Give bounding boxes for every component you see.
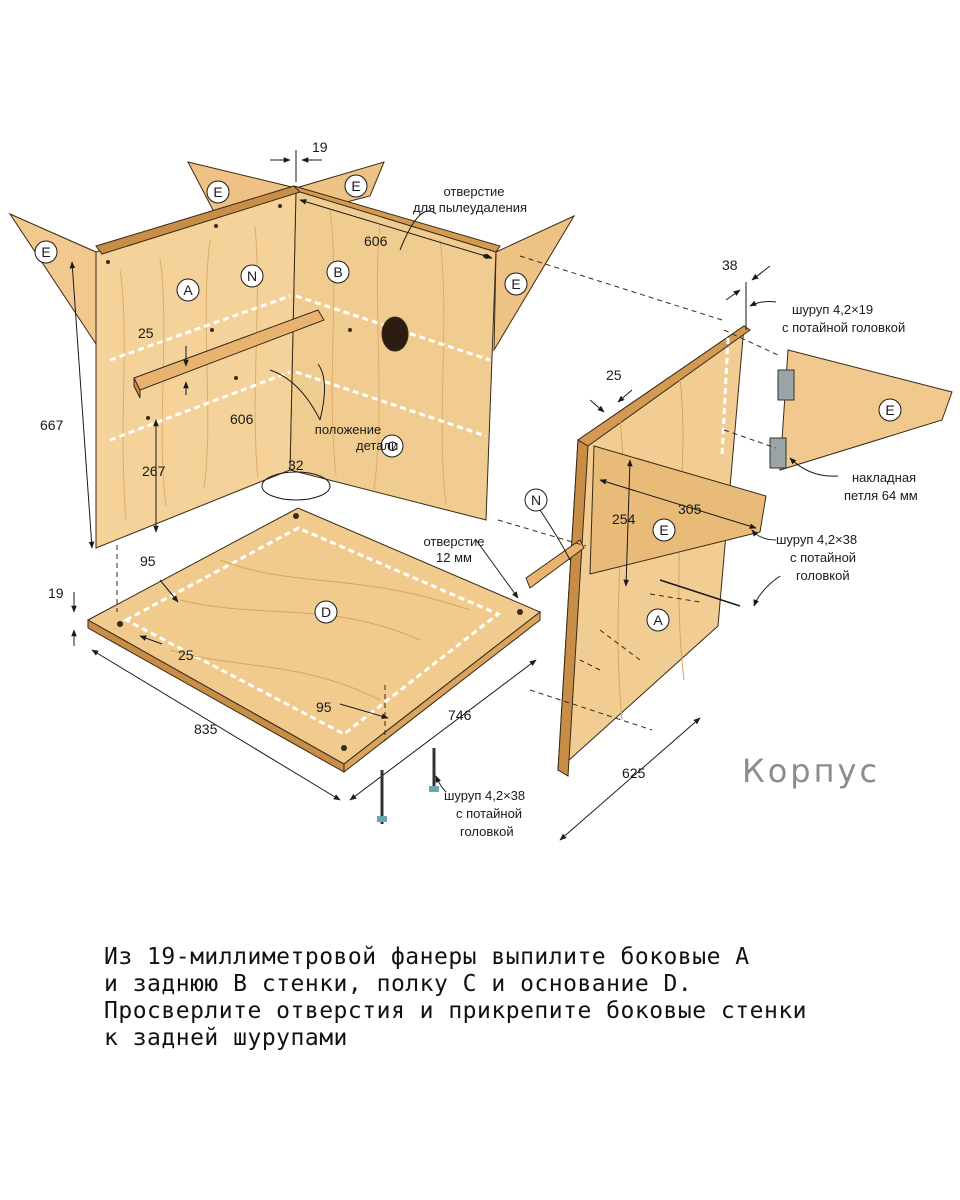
dimension-lines-right [539, 265, 839, 841]
svg-text:E: E [213, 184, 222, 200]
assembly-diagram: A N B E E E E C 19 606 [8, 139, 953, 841]
dim-h254: 254 [612, 511, 636, 527]
svg-text:B: B [333, 264, 342, 280]
brace-e-right [493, 214, 576, 352]
part-a-right-label: A [646, 608, 670, 632]
dim-d32: 32 [288, 457, 304, 473]
svg-text:E: E [41, 244, 50, 260]
part-e-panel-label: E [652, 518, 676, 542]
note-screw38r-2: с потайной [790, 550, 856, 565]
screw-bottom-pointer [435, 775, 447, 793]
dim-t19-top: 19 [312, 139, 328, 155]
note-hole12-2: 12 мм [436, 550, 472, 565]
screw-icon-bottom-1 [377, 770, 387, 824]
note-screw38b-3: головкой [460, 824, 514, 839]
hinge-icon-bottom [769, 437, 787, 469]
part-b-label: B [326, 260, 350, 284]
panel-a-right-top [577, 325, 751, 447]
dim-w606-mid: 606 [230, 411, 254, 427]
note-shelf-pos-2: детали [356, 438, 398, 453]
note-screw19-1: шуруп 4,2×19 [792, 302, 873, 317]
note-dust-hole-2: для пылеудаления [413, 200, 527, 215]
dim-w305: 305 [678, 501, 702, 517]
dimension-lines-left [69, 150, 493, 549]
svg-text:C: C [387, 438, 397, 454]
dim-s25-left: 25 [138, 325, 154, 341]
dim-i95-a: 95 [140, 553, 156, 569]
cleat-n-right [525, 539, 585, 589]
note-hole12-1: отверстие [423, 534, 484, 549]
screw-holes-base [117, 513, 523, 751]
svg-text:N: N [531, 492, 541, 508]
note-screw38b-1: шуруп 4,2×38 [444, 788, 525, 803]
svg-text:N: N [247, 268, 257, 284]
dim-d625: 625 [622, 765, 646, 781]
screw-icon-bottom-2 [429, 748, 439, 792]
dim-h267: 267 [142, 463, 166, 479]
dim-w835: 835 [194, 721, 218, 737]
dim-i95-b: 95 [316, 699, 332, 715]
dim-s25-right: 25 [606, 367, 622, 383]
part-n-right-label: N [524, 488, 548, 512]
part-e-left-label: E [34, 240, 58, 264]
note-dust-hole-1: отверстие [443, 184, 504, 199]
dim-d746: 746 [448, 707, 472, 723]
caption-line: и заднюю В стенки, полку С и основание D… [104, 971, 693, 997]
part-a-left-label: A [176, 278, 200, 302]
hinge-icon-top [777, 369, 795, 401]
part-e-detached-label: E [878, 398, 902, 422]
note-screw38b-2: с потайной [456, 806, 522, 821]
svg-text:A: A [653, 612, 663, 628]
dim-w606-top: 606 [364, 233, 388, 249]
diagram-stage: A N B E E E E C 19 606 [8, 139, 953, 841]
cleat-n-left-end [133, 377, 141, 399]
svg-text:E: E [511, 276, 520, 292]
dim-t19-base: 19 [48, 585, 64, 601]
note-hinge-2: петля 64 мм [844, 488, 918, 503]
note-hinge-1: накладная [852, 470, 916, 485]
part-n-left-label: N [240, 264, 264, 288]
part-d-label: D [314, 600, 338, 624]
brace-e-left [8, 212, 101, 352]
note-screw19-2: с потайной головкой [782, 320, 905, 335]
caption-line: к задней шурупами [104, 1025, 348, 1051]
assembly-guide-lines [116, 255, 781, 740]
brace-e-detached [779, 349, 953, 471]
svg-text:E: E [351, 178, 360, 194]
note-screw38r-3: головкой [796, 568, 850, 583]
part-c-label: C [380, 434, 404, 458]
dim-t38: 38 [722, 257, 738, 273]
caption-line: Просверлите отверстия и прикрепите боков… [104, 998, 808, 1024]
part-e-back-right-label: E [344, 174, 368, 198]
dust-hole [381, 316, 409, 352]
dim-h667: 667 [40, 417, 64, 433]
screw-icon-right [659, 579, 741, 607]
svg-text:D: D [321, 604, 331, 620]
part-e-back-left-label: E [206, 180, 230, 204]
dim-i25-base: 25 [178, 647, 194, 663]
caption-line: Из 19-миллиметровой фанеры выпилите боко… [104, 944, 750, 970]
instruction-caption: Из 19-миллиметровой фанеры выпилите боко… [104, 944, 924, 1052]
svg-text:A: A [183, 282, 193, 298]
part-e-right-label: E [504, 272, 528, 296]
note-shelf-pos-1: положение [315, 422, 381, 437]
svg-text:E: E [885, 402, 894, 418]
note-screw38r-1: шуруп 4,2×38 [776, 532, 857, 547]
diagram-title: Корпус [742, 752, 881, 790]
svg-text:E: E [659, 522, 668, 538]
